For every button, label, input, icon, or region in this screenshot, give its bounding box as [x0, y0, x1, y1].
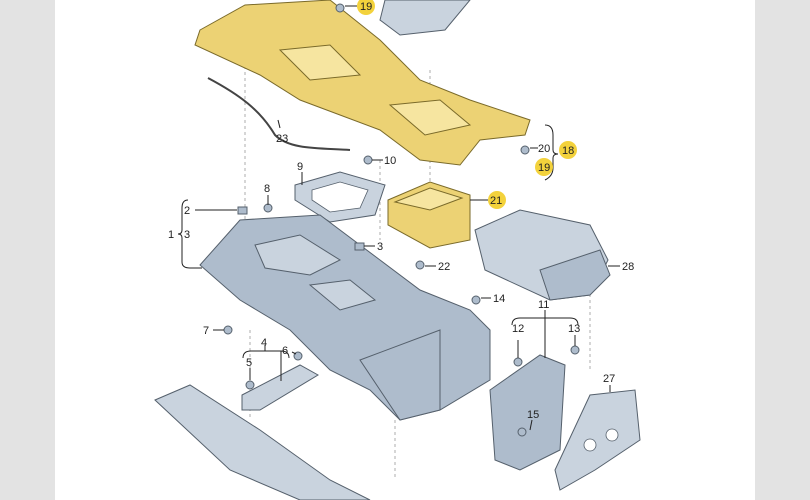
wiring-harness	[207, 77, 351, 151]
label-6[interactable]: 6	[282, 345, 288, 357]
parts-diagram: 19 20 18 19 21 22 28 9 10 8 23 2 1 3 3 1…	[154, 0, 641, 500]
storage-cover-top[interactable]	[379, 0, 471, 36]
label-23[interactable]: 23	[276, 133, 288, 145]
label-20[interactable]: 20	[538, 143, 550, 155]
panel-part-27[interactable]	[554, 389, 641, 491]
lower-trim-panel[interactable]	[154, 384, 371, 500]
label-1[interactable]: 1	[168, 229, 174, 241]
label-13[interactable]: 13	[568, 323, 580, 335]
label-3-left[interactable]: 3	[184, 229, 190, 241]
armrest-part-28[interactable]	[474, 209, 611, 301]
label-3[interactable]: 3	[377, 241, 383, 253]
label-9[interactable]: 9	[297, 161, 303, 173]
bracket-part-4[interactable]	[241, 364, 319, 411]
label-5[interactable]: 5	[246, 357, 252, 369]
label-12[interactable]: 12	[512, 323, 524, 335]
console-trim-frame-highlighted[interactable]	[194, 0, 531, 166]
bracket-part-11[interactable]	[489, 354, 566, 471]
label-7[interactable]: 7	[203, 325, 209, 337]
storage-box-highlighted[interactable]	[387, 181, 471, 249]
label-21[interactable]: 21	[490, 195, 502, 207]
right-margin-bar	[755, 0, 810, 500]
label-22[interactable]: 22	[438, 261, 450, 273]
label-28[interactable]: 28	[622, 261, 634, 273]
label-15[interactable]: 15	[527, 409, 539, 421]
label-14[interactable]: 14	[493, 293, 505, 305]
console-carrier[interactable]	[199, 214, 491, 421]
label-10[interactable]: 10	[384, 155, 396, 167]
left-margin-bar	[0, 0, 55, 500]
label-18[interactable]: 18	[562, 145, 574, 157]
label-19[interactable]: 19	[538, 162, 550, 174]
label-27[interactable]: 27	[603, 373, 615, 385]
frame-part-9[interactable]	[294, 171, 386, 223]
highlight-markers	[357, 0, 577, 209]
leader-lines	[177, 5, 620, 431]
label-2[interactable]: 2	[184, 205, 190, 217]
label-11[interactable]: 11	[538, 299, 549, 311]
label-4[interactable]: 4	[261, 337, 267, 349]
label-8[interactable]: 8	[264, 183, 270, 195]
fasteners	[223, 3, 580, 437]
label-19-top[interactable]: 19	[360, 1, 372, 13]
